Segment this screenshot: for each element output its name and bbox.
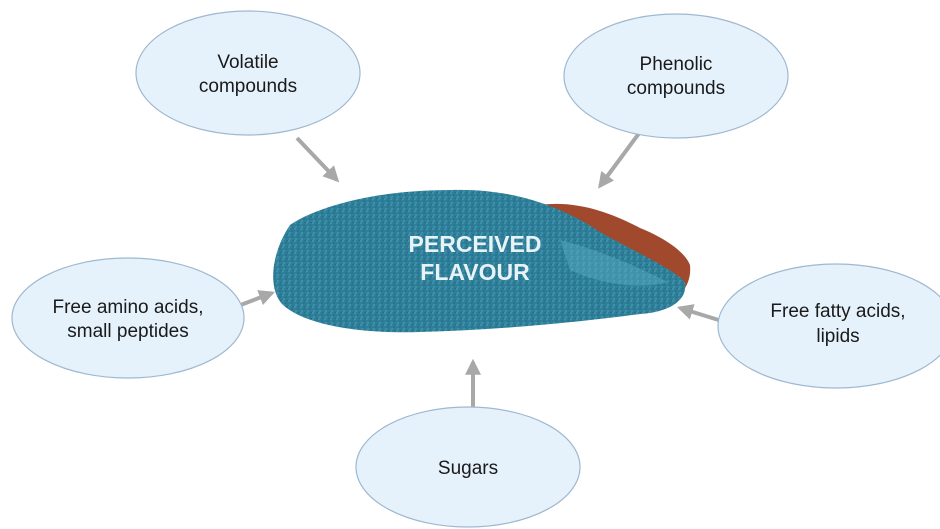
node-free-amino-acids: Free amino acids, small peptides bbox=[12, 258, 244, 378]
node-free-fatty-acids: Free fatty acids, lipids bbox=[718, 264, 940, 388]
node-fatty-line1: Free fatty acids, bbox=[770, 301, 905, 322]
arrow-volatile bbox=[297, 138, 337, 180]
node-sugars: Sugars bbox=[356, 407, 580, 527]
cocoa-bean-image: PERCEIVED FLAVOUR bbox=[273, 190, 690, 332]
node-volatile-line2: compounds bbox=[199, 76, 297, 97]
node-amino-line2: small peptides bbox=[67, 321, 188, 342]
node-phenolic-compounds: Phenolic compounds bbox=[564, 14, 788, 138]
node-sugars-line1: Sugars bbox=[438, 458, 498, 479]
center-label-line1: PERCEIVED bbox=[409, 231, 542, 257]
node-volatile-line1: Volatile bbox=[217, 52, 278, 73]
center-label-line2: FLAVOUR bbox=[420, 259, 530, 285]
node-volatile-compounds: Volatile compounds bbox=[136, 11, 360, 135]
node-fatty-line2: lipids bbox=[816, 326, 859, 347]
node-phenolic-line1: Phenolic bbox=[640, 54, 713, 75]
arrow-amino bbox=[238, 293, 272, 306]
node-phenolic-line2: compounds bbox=[627, 78, 725, 99]
arrow-phenolic bbox=[600, 132, 640, 186]
node-amino-line1: Free amino acids, bbox=[52, 297, 203, 318]
